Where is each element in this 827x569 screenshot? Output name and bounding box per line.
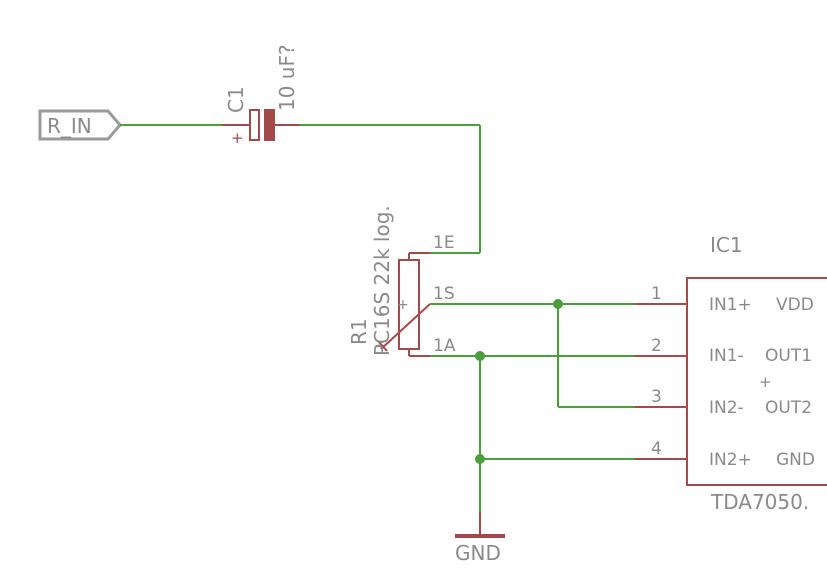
ic-pin-number-4: 4: [651, 439, 662, 459]
port-outline: [38, 109, 122, 141]
ic-pin-name-gnd: GND: [776, 450, 815, 470]
ic-marker: +: [759, 373, 772, 391]
ic-tda7050[interactable]: IC1 1 2 3 4 IN1+ IN1- IN2- IN2+ VDD OUT1…: [635, 233, 827, 514]
ground-label: GND: [455, 541, 501, 565]
ic-pin-leads: [635, 303, 687, 460]
ic-pin-number-3: 3: [651, 387, 662, 407]
ic-pin-number-1: 1: [651, 284, 662, 304]
ic-pin-name-in1-plus: IN1+: [709, 295, 752, 315]
ic-pin-number-2: 2: [651, 336, 662, 356]
capacitor-c1[interactable]: + C1 10 uF?: [222, 44, 300, 147]
ground-symbol[interactable]: GND: [455, 512, 505, 565]
junctions: [475, 299, 563, 464]
pot-name: R1: [347, 318, 371, 345]
junction-dot: [475, 454, 485, 464]
pot-wiper-arrow: [380, 303, 431, 350]
pot-pin-end-label: 1E: [433, 233, 455, 253]
ic-pin-name-in2-plus: IN2+: [709, 450, 752, 470]
pot-marker: +: [397, 297, 409, 313]
ic-name: IC1: [710, 233, 743, 257]
pot-pin-start-label: 1A: [433, 336, 456, 356]
ic-pin-name-vdd: VDD: [776, 295, 814, 315]
junction-dot: [553, 299, 563, 309]
port-label: R_IN: [47, 114, 92, 138]
ic-pin-name-out1: OUT1: [765, 346, 812, 366]
cap-value: 10 uF?: [275, 44, 299, 111]
cap-plate-positive: [249, 109, 260, 141]
ic-body: [686, 277, 827, 486]
cap-plate-negative: [264, 109, 275, 141]
ic-value: TDA7050.: [710, 490, 809, 514]
ic-pin-name-in2-minus: IN2-: [709, 398, 744, 418]
pot-wiper-tick: [377, 340, 388, 352]
cap-polarity-mark: +: [231, 129, 244, 147]
ic-pin-name-in1-minus: IN1-: [709, 346, 744, 366]
pot-pin-wiper-label: 1S: [433, 284, 455, 304]
potentiometer-r1[interactable]: + R1 PC16S 22k log. 1E 1S 1A: [347, 205, 456, 357]
ic-pin-name-out2: OUT2: [765, 398, 812, 418]
junction-dot: [475, 351, 485, 361]
wires: [120, 124, 635, 512]
cap-name: C1: [224, 86, 248, 113]
input-port-r-in[interactable]: R_IN: [38, 109, 122, 141]
pot-value: PC16S 22k log.: [370, 205, 394, 356]
